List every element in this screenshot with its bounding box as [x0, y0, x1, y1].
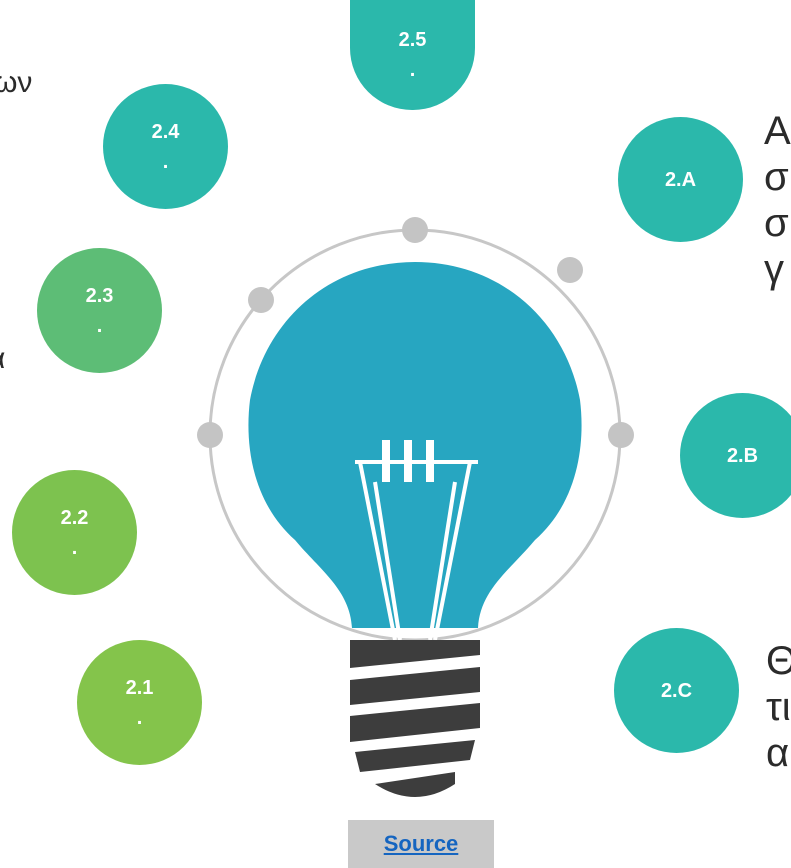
- bulb-filament: [355, 440, 478, 641]
- orbit-dot-top: [402, 217, 428, 243]
- bubble-2-C-label: 2.C: [660, 679, 693, 702]
- bubble-2-A: 2.A: [618, 117, 743, 242]
- orbit-dot-right: [608, 422, 634, 448]
- bubble-2-1-label: 2.1: [125, 676, 154, 699]
- orbit-dot-upper-right: [557, 257, 583, 283]
- bubble-2-B-label: 2.B: [726, 444, 759, 467]
- bubble-2-2: 2.2 .: [12, 470, 137, 595]
- bubble-2-5-label: 2.5: [398, 29, 427, 51]
- bubble-2-4-label: 2.4: [151, 120, 180, 143]
- bubble-2-4: 2.4 .: [103, 84, 228, 209]
- bulb-glass: [248, 262, 582, 628]
- bubble-2-3-label: 2.3: [85, 284, 114, 307]
- bubble-2-4-dot: .: [162, 150, 169, 173]
- side-text-left-mid: α: [0, 336, 5, 382]
- orbit-dot-left: [197, 422, 223, 448]
- source-link[interactable]: Source: [348, 820, 494, 868]
- side-text-left-top: ων: [0, 66, 33, 99]
- bubble-2-2-label: 2.2: [60, 506, 89, 529]
- bubble-2-1-dot: .: [136, 706, 143, 729]
- bubble-2-5: 2.5 .: [350, 0, 475, 110]
- bubble-2-B: 2.B: [680, 393, 791, 518]
- bubble-2-1: 2.1 .: [77, 640, 202, 765]
- side-text-right-top: Α σ σ γ: [764, 109, 791, 291]
- orbit-dot-upper-left: [248, 287, 274, 313]
- bubble-2-3-dot: .: [96, 314, 103, 337]
- bubble-2-2-dot: .: [71, 536, 78, 559]
- bubble-2-5-dot: .: [409, 59, 416, 81]
- side-text-right-bottom: Θ τι α: [766, 639, 791, 775]
- bulb-base: [350, 640, 480, 797]
- bubble-2-C: 2.C: [614, 628, 739, 753]
- bubble-2-3: 2.3 .: [37, 248, 162, 373]
- bubble-2-A-label: 2.A: [664, 168, 697, 191]
